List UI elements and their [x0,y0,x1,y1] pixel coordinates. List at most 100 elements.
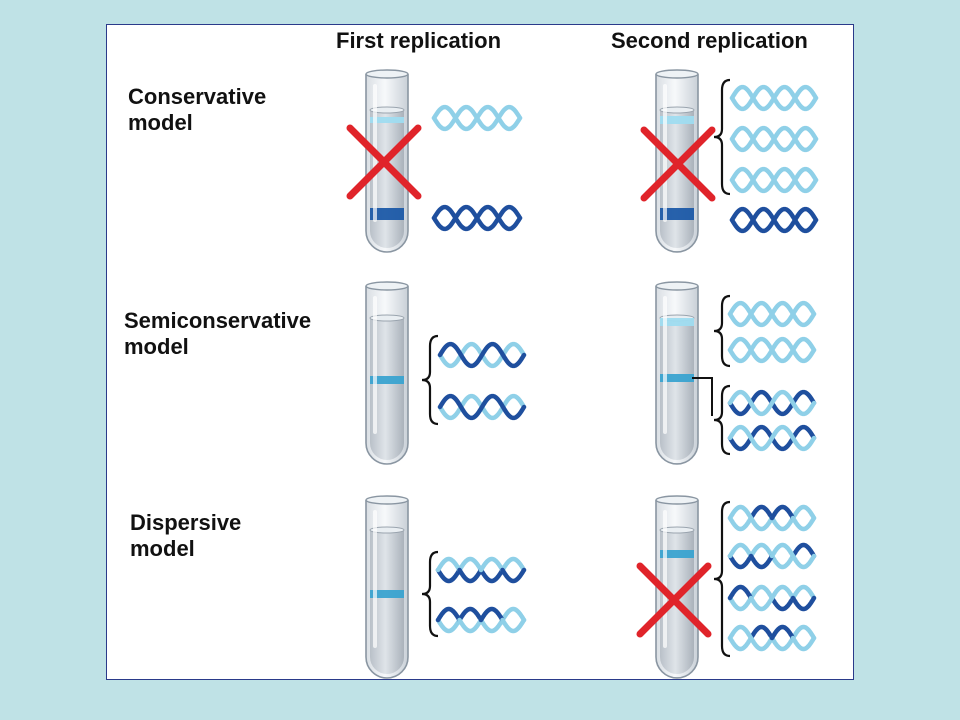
semiconservative-label-line1: Semiconservative [124,308,312,333]
dna-strand-b [769,504,796,521]
dna-strand-a [478,617,505,634]
tube-outline [655,286,699,465]
dna-strand-b [478,556,505,573]
tube-outline [655,500,699,679]
tube-outline [365,500,409,679]
tube-outline [365,74,409,253]
curly-bracket-icon [713,294,731,368]
dna-helix-mixed [727,584,817,612]
dna-helix-heavy [431,204,523,232]
tube-conservative-second [655,69,699,253]
red-x-stroke [346,124,422,200]
dna-band [370,208,404,220]
dna-strand-b [727,624,754,641]
dna-strand-b [729,125,819,153]
dna-strand-b [790,595,817,612]
dna-strand-b [729,166,819,194]
dna-strand-a [790,542,817,559]
dna-strand-b [457,617,484,634]
dna-strand-b [790,515,817,532]
dna-strand-b [727,336,817,364]
red-x-icon [640,126,716,202]
dna-strand-a [727,635,754,652]
dna-strand-a [748,504,775,521]
dna-strand-a [790,504,817,521]
dna-strand-a [769,595,796,612]
dna-helix-light [431,104,523,132]
dna-strand-b [729,84,819,112]
curly-bracket-icon [421,550,439,638]
dna-strand-b [435,556,462,573]
dna-strand-a [457,606,484,623]
tube-highlight [373,296,377,434]
dna-strand-b [790,635,817,652]
dna-helix-light [727,336,817,364]
dna-strand-a [748,624,775,641]
dna-helix-mixed [727,542,817,570]
red-x-stroke [636,562,712,638]
dna-helix-light [727,300,817,328]
tube-outline [365,286,409,465]
dna-strand-a [790,584,817,601]
dna-helix-hybrid [727,389,817,417]
dna-strand-b [748,553,775,570]
tube-rim [655,69,699,79]
dna-helix-light [729,84,819,112]
dna-helix-mixed [435,556,527,584]
tube-liquid [370,530,404,674]
dna-strand-b [435,606,462,623]
dna-strand-a [478,567,505,584]
dna-strand-b [729,206,819,234]
tube-dispersive-second [655,495,699,679]
tube-liquid [370,318,404,460]
dna-strand-b [431,204,523,232]
dna-strand-a [748,584,775,601]
dna-strand-b [769,584,796,601]
dna-strand-b [769,624,796,641]
dna-band [660,208,694,220]
dna-strand-a [500,606,527,623]
dispersive-label-line1: Dispersive [130,510,242,535]
dna-strand-a [748,542,775,559]
dna-helix-hybrid [437,341,527,369]
dna-strand-b [727,424,817,452]
dna-strand-b [437,393,527,421]
dna-strand-a [435,617,462,634]
dna-strand-a [769,515,796,532]
second-replication-header: Second replication [611,28,808,53]
semiconservative-label-line2: model [124,334,189,360]
dna-helix-hybrid [727,424,817,452]
dna-strand-b [727,504,754,521]
dispersive-model-label: Dispersive model [130,510,241,563]
dna-strand-a [435,567,462,584]
dna-strand-b [457,567,484,584]
dna-helix-light [729,125,819,153]
red-x-icon [346,124,422,200]
dna-strand-b [437,341,527,369]
liquid-meniscus [659,106,695,114]
dna-strand-a [790,624,817,641]
dna-strand-b [790,553,817,570]
dna-strand-a [727,515,754,532]
dna-helix-light [729,166,819,194]
dna-band [660,374,694,382]
semiconservative-model-label: Semiconservative model [124,308,311,361]
dna-strand-b [727,584,754,601]
dna-strand-a [727,595,754,612]
tube-rim [655,281,699,291]
dna-band [660,116,694,124]
liquid-meniscus [369,314,405,322]
liquid-meniscus [659,526,695,534]
tube-semiconservative-first [365,281,409,465]
dna-band [660,318,694,326]
dna-strand-a [457,556,484,573]
dna-strand-a [500,556,527,573]
dna-helix-heavy [729,206,819,234]
dna-strand-b [727,389,817,417]
tube-highlight [373,510,377,648]
dna-strand-a [727,553,754,570]
tube-rim [655,495,699,505]
dna-strand-a [769,553,796,570]
conservative-label-line1: Conservative [128,84,267,109]
